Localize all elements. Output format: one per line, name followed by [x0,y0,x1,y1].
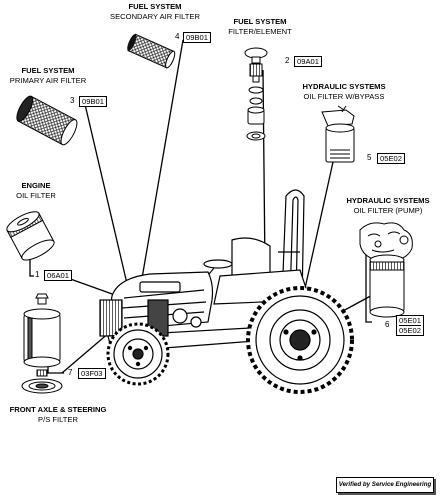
label-subtitle: SECONDARY AIR FILTER [110,12,200,21]
tractor-illustration [99,189,354,394]
part-code-6b: 05E02 [399,325,421,335]
label-fuel-filter-element: FUEL SYSTEM FILTER/ELEMENT [220,17,300,37]
label-subtitle: OIL FILTER [16,191,56,200]
callout-number-5: 5 [367,153,372,162]
label-hydraulic-bypass: HYDRAULIC SYSTEMS OIL FILTER W/BYPASS [296,82,392,102]
ps-filter [21,293,63,394]
label-title: HYDRAULIC SYSTEMS [302,82,386,91]
part-code-3: 09B01 [79,96,107,107]
verified-badge: Verified by Service Engineering [336,477,434,493]
hydraulic-bypass-filter [321,105,355,163]
part-code-6a: 05E01 [399,316,421,325]
secondary-air-filter [127,33,176,69]
label-primary-air-filter: FUEL SYSTEM PRIMARY AIR FILTER [2,66,94,86]
label-subtitle: P/S FILTER [38,415,78,424]
part-code-5: 05E02 [377,153,405,164]
callout-number-2: 2 [285,56,290,65]
engine-oil-filter [6,211,55,261]
label-secondary-air-filter: FUEL SYSTEM SECONDARY AIR FILTER [90,2,220,22]
label-engine-oil-filter: ENGINE OIL FILTER [6,181,66,201]
part-code-7: 03F03 [78,368,106,379]
label-front-axle-steering: FRONT AXLE & STEERING P/S FILTER [0,405,116,425]
label-title: FUEL SYSTEM [21,66,75,75]
fuel-filter-element [244,47,268,141]
label-hydraulic-pump: HYDRAULIC SYSTEMS OIL FILTER (PUMP) [338,196,438,216]
callout-number-7: 7 [68,368,73,377]
callout-number-6: 6 [385,320,390,329]
label-title: ENGINE [21,181,51,190]
label-title: FUEL SYSTEM [128,2,182,11]
label-subtitle: OIL FILTER (PUMP) [353,206,423,215]
hydraulic-pump-filter [359,222,413,318]
callout-number-1: 1 [35,270,40,279]
part-code-4: 09B01 [183,32,211,43]
label-title: HYDRAULIC SYSTEMS [346,196,430,205]
label-subtitle: FILTER/ELEMENT [228,27,292,36]
label-subtitle: OIL FILTER W/BYPASS [303,92,385,101]
label-title: FUEL SYSTEM [233,17,287,26]
label-subtitle: PRIMARY AIR FILTER [9,76,87,85]
part-code-6: 05E01 05E02 [396,315,424,336]
callout-number-4: 4 [175,32,180,41]
primary-air-filter [16,95,78,146]
part-code-2: 09A01 [294,56,322,67]
part-code-1: 06A01 [44,270,72,281]
label-title: FRONT AXLE & STEERING [9,405,107,414]
callout-number-3: 3 [70,96,75,105]
